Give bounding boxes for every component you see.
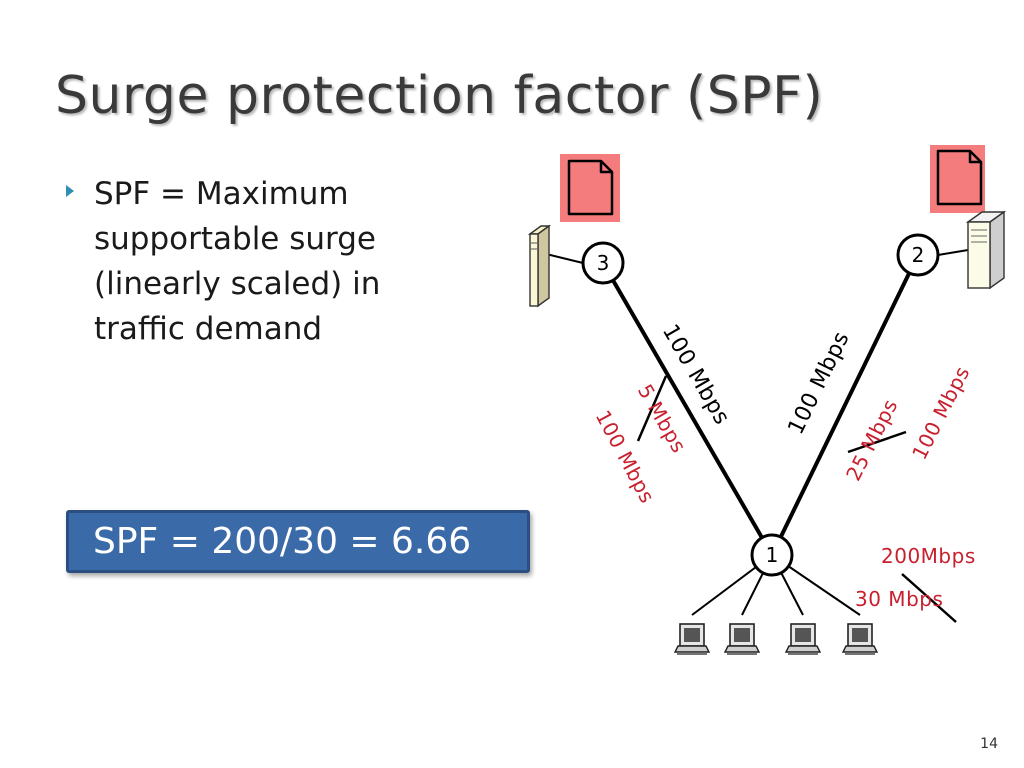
node-3: 3	[581, 241, 625, 285]
slide-title: Surge protection factor (SPF)	[55, 66, 824, 126]
bullet-marker	[66, 185, 74, 197]
tick-mark-link-1-2	[847, 430, 907, 454]
laptop-icon	[724, 623, 760, 655]
link-1-3-demand-label: 5 Mbps	[633, 380, 691, 457]
link-1-3-demand-scaled-label: 100 Mbps	[591, 406, 660, 507]
node-1: 1	[750, 533, 794, 577]
laptop-icon	[785, 623, 821, 655]
tick-mark-clients	[901, 573, 957, 623]
link-1-2-capacity-label: 100 Mbps	[784, 328, 855, 439]
spf-formula-box: SPF = 200/30 = 6.66	[66, 510, 530, 573]
link-1-2-demand-scaled-label: 100 Mbps	[907, 362, 975, 463]
server-icon	[527, 224, 552, 308]
link-1-2	[770, 254, 920, 556]
node-label-3: 3	[597, 251, 610, 275]
tick-mark-link-1-3	[636, 375, 668, 442]
laptop-icon	[674, 623, 710, 655]
node-label-1: 1	[766, 543, 779, 567]
clients-demand-label: 30 Mbps	[855, 587, 943, 611]
server-icon	[965, 210, 1007, 290]
page-number: 14	[980, 736, 998, 752]
node-2: 2	[896, 233, 940, 277]
link-1-3	[601, 261, 774, 557]
document-icon	[560, 154, 620, 222]
laptop-icon	[842, 623, 878, 655]
node-label-2: 2	[912, 243, 925, 267]
document-icon	[930, 145, 985, 213]
link-1-2-demand-label: 25 Mbps	[841, 395, 903, 485]
bullet-text: SPF = Maximum supportable surge (linearl…	[94, 176, 381, 347]
clients-total-label: 200Mbps	[881, 544, 976, 568]
server-link-2	[937, 249, 969, 256]
